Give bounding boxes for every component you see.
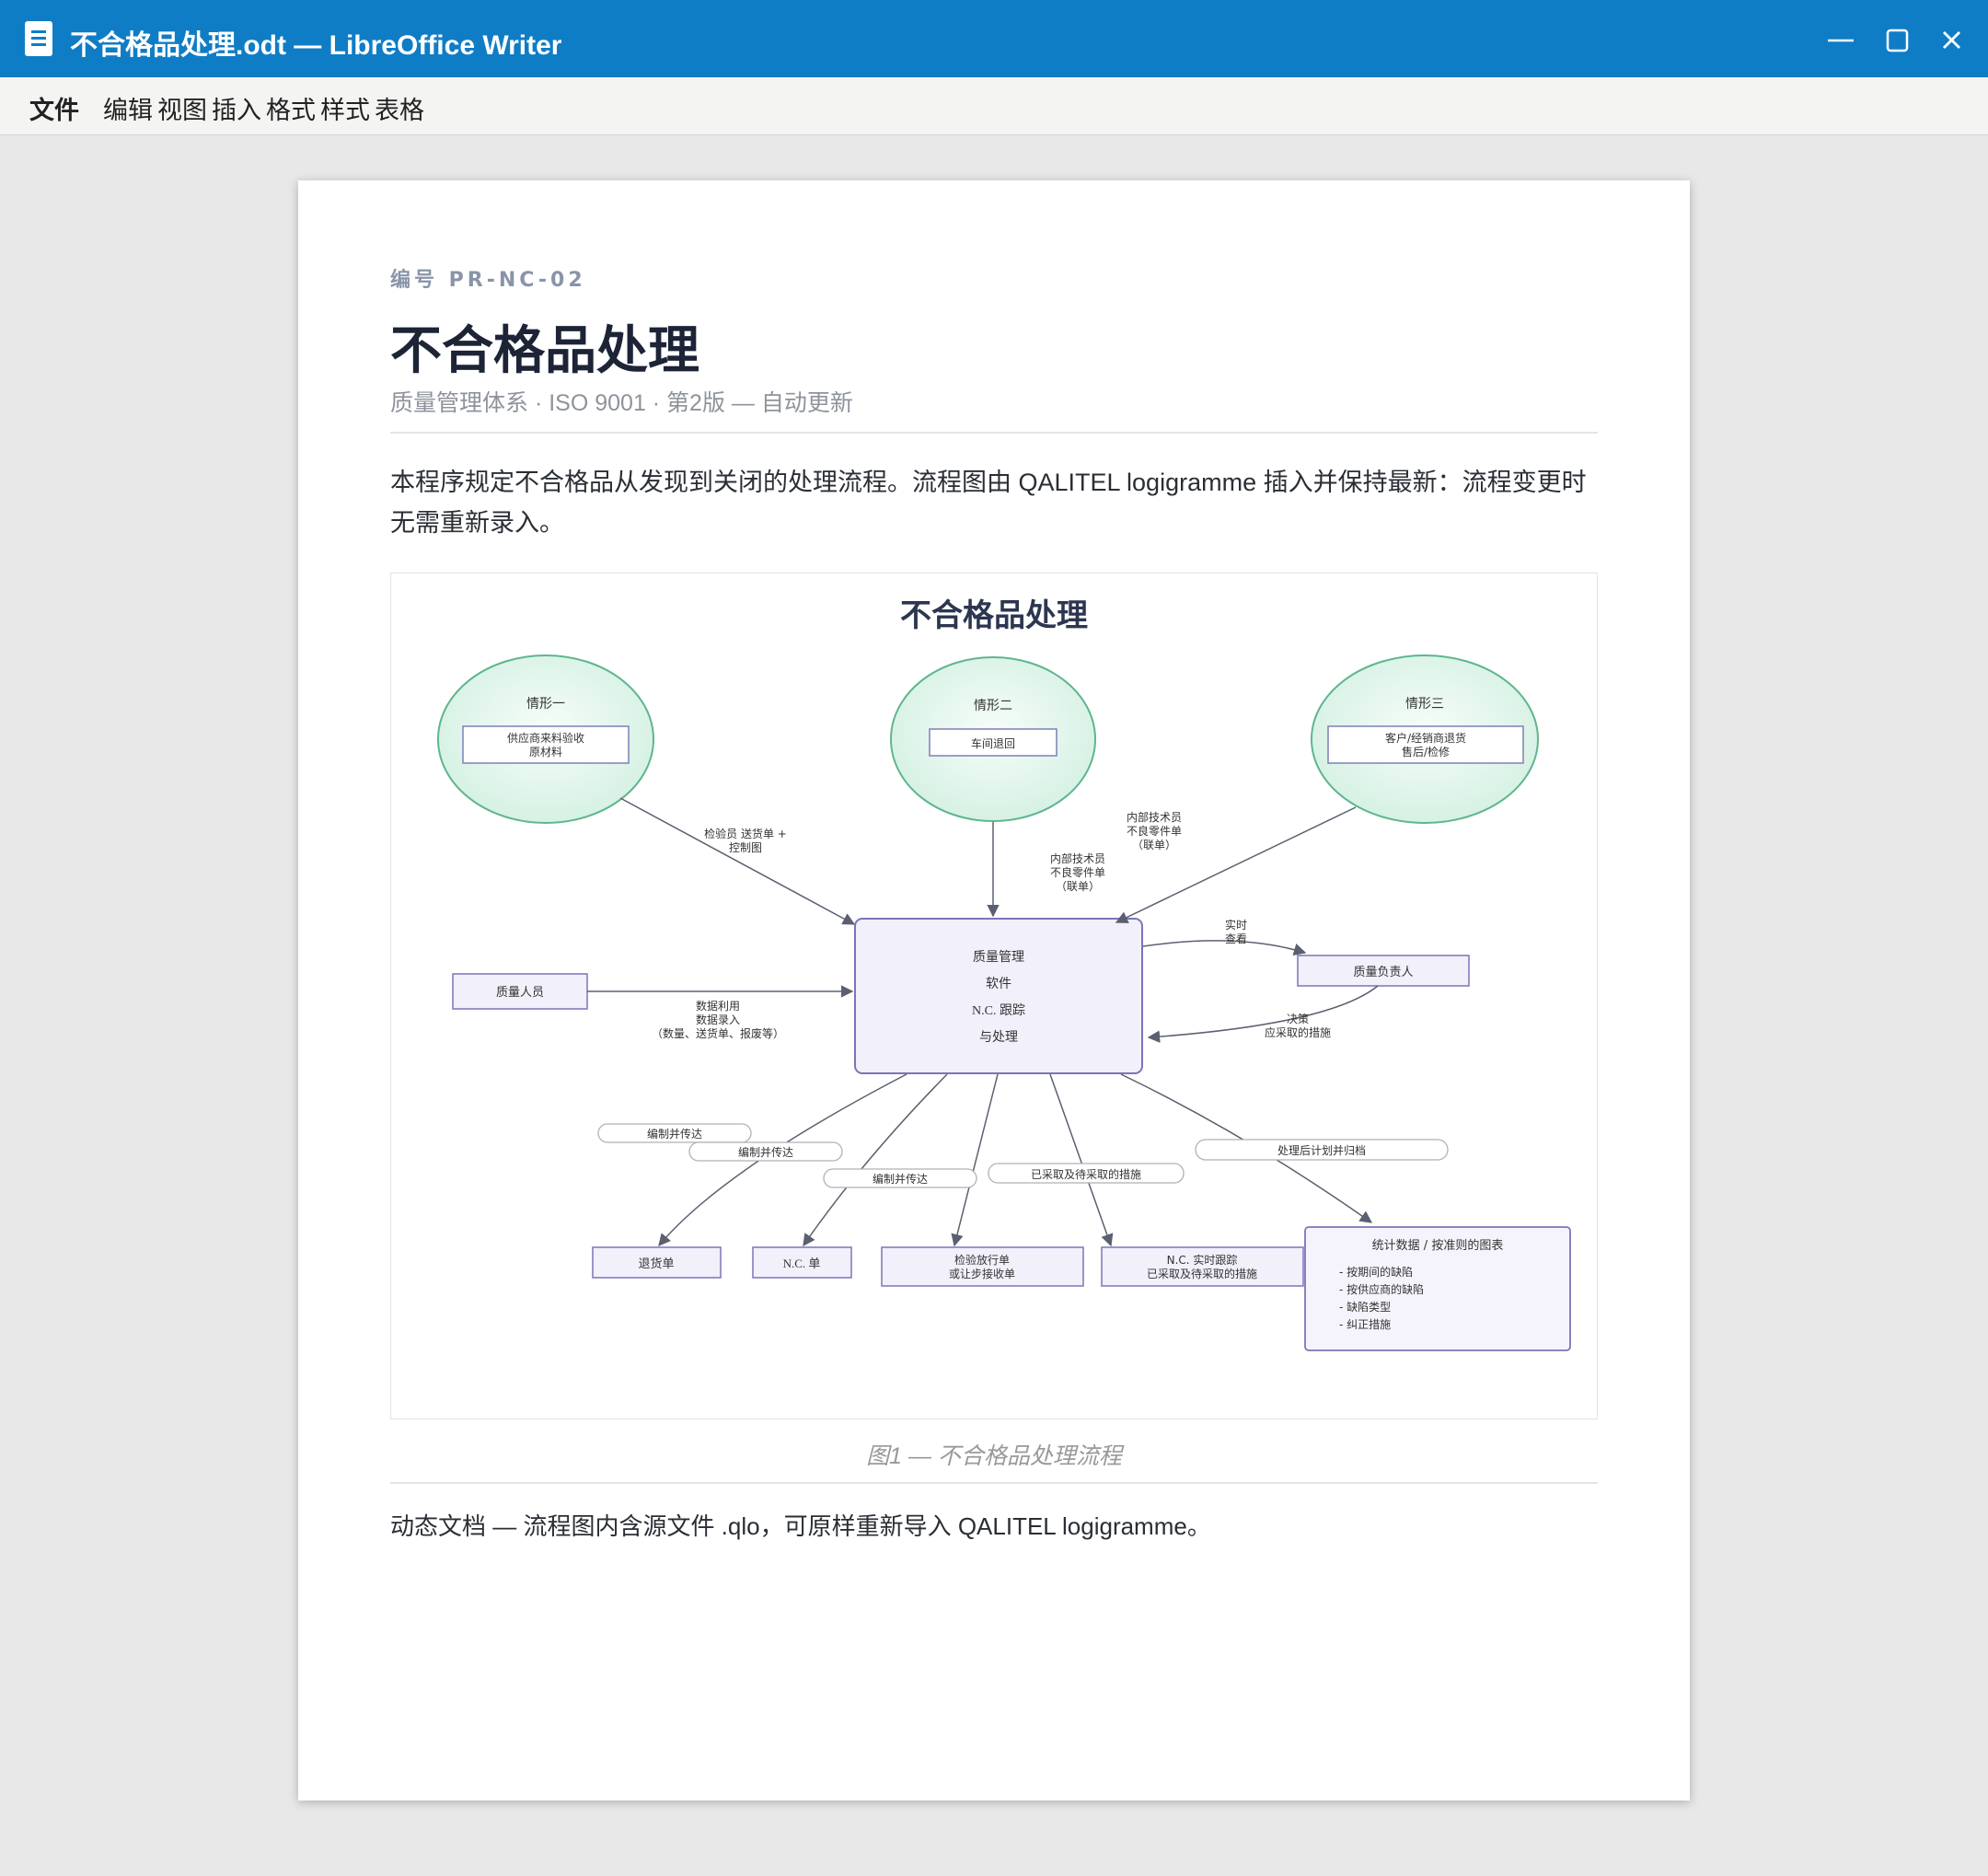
central-box (854, 918, 1143, 1074)
edge-inspector-line2: 控制图 (729, 841, 762, 854)
out-release-line2: 或让步接收单 (949, 1267, 1015, 1280)
central-line2: 软件 (986, 977, 1011, 991)
footer-divider (390, 1482, 1598, 1484)
case3-box-line1: 客户/经销商退货 (1385, 731, 1466, 745)
pill-compile-2 (688, 1141, 843, 1162)
edge-tech-b-line3: （联单） (1056, 880, 1100, 893)
edge-inspector-line1: 检验员 送货单 + (704, 827, 787, 840)
case3-label: 情形三 (1405, 697, 1444, 712)
out-release-line1: 检验放行单 (954, 1253, 1010, 1267)
case1-label: 情形一 (526, 697, 565, 712)
stats-item-3: - 缺陷类型 (1339, 1300, 1391, 1314)
quality-staff-text: 质量人员 (496, 986, 544, 1000)
intro-paragraph: 本程序规定不合格品从发现到关闭的处理流程。流程图由 QALITEL logigr… (390, 462, 1598, 543)
out-tracking-box (1101, 1246, 1304, 1287)
central-line1: 质量管理 (973, 950, 1024, 965)
case2-label: 情形二 (974, 699, 1012, 713)
intro-line-1: 本程序规定不合格品从发现到关闭的处理流程。流程图由 QALITEL logigr… (390, 469, 1587, 496)
document-meta: 质量管理体系 · ISO 9001 · 第2版 — 自动更新 (390, 390, 853, 416)
arrow-central-manager (1142, 940, 1307, 955)
arrow-central-release (951, 1073, 999, 1247)
quality-manager-text: 质量负责人 (1353, 966, 1413, 979)
document-page[interactable]: 编号 PR-NC-02 不合格品处理 质量管理体系 · ISO 9001 · 第… (298, 180, 1690, 1801)
arrow-central-nc (803, 1073, 948, 1247)
out-return-box (592, 1246, 722, 1279)
minimize-icon[interactable] (1822, 22, 1859, 59)
flowchart-figure[interactable]: 不合格品处理 情形一 供应商来料验收 原材料 情形二 车间退回 情形三 客户/经… (390, 573, 1598, 1419)
edge-tech-b-line1: 内部技术员 (1050, 851, 1105, 865)
diagram-title: 不合格品处理 (900, 597, 1088, 634)
maximize-icon[interactable] (1878, 22, 1915, 59)
case1-box-line2: 原材料 (529, 746, 562, 759)
pill-actions-text: 已采取及待采取的措施 (1031, 1167, 1141, 1181)
arrow-case1-central (619, 797, 856, 925)
title-bar: 不合格品处理.odt — LibreOffice Writer (0, 0, 1988, 77)
edge-decision-line2: 应采取的措施 (1265, 1025, 1331, 1039)
case2-box (929, 728, 1058, 757)
menu-edit[interactable]: 编辑 (103, 97, 153, 125)
out-nc-text: N.C. 单 (783, 1256, 821, 1270)
edge-decision-line1: 决策 (1287, 1013, 1309, 1025)
central-line3: N.C. 跟踪 (972, 1003, 1025, 1018)
pill-plan-archive-text: 处理后计划并归档 (1277, 1144, 1366, 1157)
pill-plan-archive (1195, 1139, 1449, 1161)
out-nc-box (752, 1246, 852, 1279)
footer-note: 动态文档 — 流程图内含源文件 .qlo，可原样重新导入 QALITEL log… (390, 1512, 1211, 1540)
edge-realtime-line2: 查看 (1225, 932, 1247, 945)
stats-box (1304, 1226, 1571, 1351)
arrow-central-return (658, 1073, 907, 1247)
out-return-text: 退货单 (638, 1256, 674, 1271)
intro-line-2: 无需重新录入。 (390, 509, 564, 537)
document-title: 不合格品处理 (390, 321, 699, 381)
out-tracking-line2: 已采取及待采取的措施 (1147, 1267, 1257, 1280)
case1-box (462, 725, 630, 764)
pill-compile-2-text: 编制并传达 (738, 1145, 793, 1159)
quality-manager-box (1297, 955, 1470, 987)
case2-box-text: 车间退回 (971, 736, 1015, 750)
pill-compile-3 (823, 1168, 977, 1188)
stats-item-2: - 按供应商的缺陷 (1339, 1282, 1424, 1296)
figure-caption: 图1 — 不合格品处理流程 (866, 1443, 1122, 1469)
menu-table[interactable]: 表格 (375, 97, 424, 125)
case3-box (1327, 725, 1524, 764)
out-tracking-line1: N.C. 实时跟踪 (1167, 1253, 1238, 1267)
edge-data-line1: 数据利用 (696, 999, 740, 1013)
menu-format[interactable]: 格式 (266, 97, 316, 125)
flowchart-diagram: 不合格品处理 情形一 供应商来料验收 原材料 情形二 车间退回 情形三 客户/经… (437, 597, 1571, 1351)
pill-actions (988, 1163, 1185, 1184)
out-release-box (881, 1246, 1084, 1287)
case1-box-line1: 供应商来料验收 (507, 731, 584, 745)
stats-title: 统计数据 / 按准则的图表 (1372, 1238, 1504, 1253)
document-number: 编号 PR-NC-02 (390, 269, 586, 292)
edge-tech-a-line1: 内部技术员 (1127, 810, 1182, 824)
menu-bar: 文件 编辑 视图 插入 格式 样式 表格 (0, 77, 1988, 135)
stats-item-1: - 按期间的缺陷 (1339, 1265, 1413, 1279)
menu-styles[interactable]: 样式 (320, 97, 370, 125)
arrow-central-tracking (1049, 1073, 1114, 1247)
edge-tech-a-line3: （联单） (1132, 839, 1176, 851)
stats-item-4: - 纠正措施 (1339, 1318, 1391, 1331)
edge-data-line2: 数据录入 (696, 1013, 740, 1026)
case3-box-line2: 售后/检修 (1402, 745, 1450, 759)
edge-realtime-line1: 实时 (1225, 918, 1247, 932)
central-line4: 与处理 (979, 1030, 1018, 1045)
pill-compile-3-text: 编制并传达 (873, 1172, 928, 1186)
menu-insert[interactable]: 插入 (212, 97, 261, 125)
header-divider (390, 432, 1598, 434)
arrow-case3-central (1115, 806, 1357, 923)
edge-tech-a-line2: 不良零件单 (1127, 824, 1182, 838)
document-icon (25, 21, 52, 56)
pill-compile-1 (597, 1123, 752, 1143)
pill-compile-1-text: 编制并传达 (647, 1127, 702, 1141)
menu-file[interactable]: 文件 (29, 97, 79, 125)
arrow-manager-central (1147, 985, 1379, 1043)
menu-view[interactable]: 视图 (157, 97, 207, 125)
window-title: 不合格品处理.odt — LibreOffice Writer (70, 30, 562, 61)
edge-data-line3: （数量、送货单、报废等） (652, 1026, 784, 1040)
close-icon[interactable] (1933, 22, 1970, 59)
edge-tech-b-line2: 不良零件单 (1050, 865, 1105, 879)
